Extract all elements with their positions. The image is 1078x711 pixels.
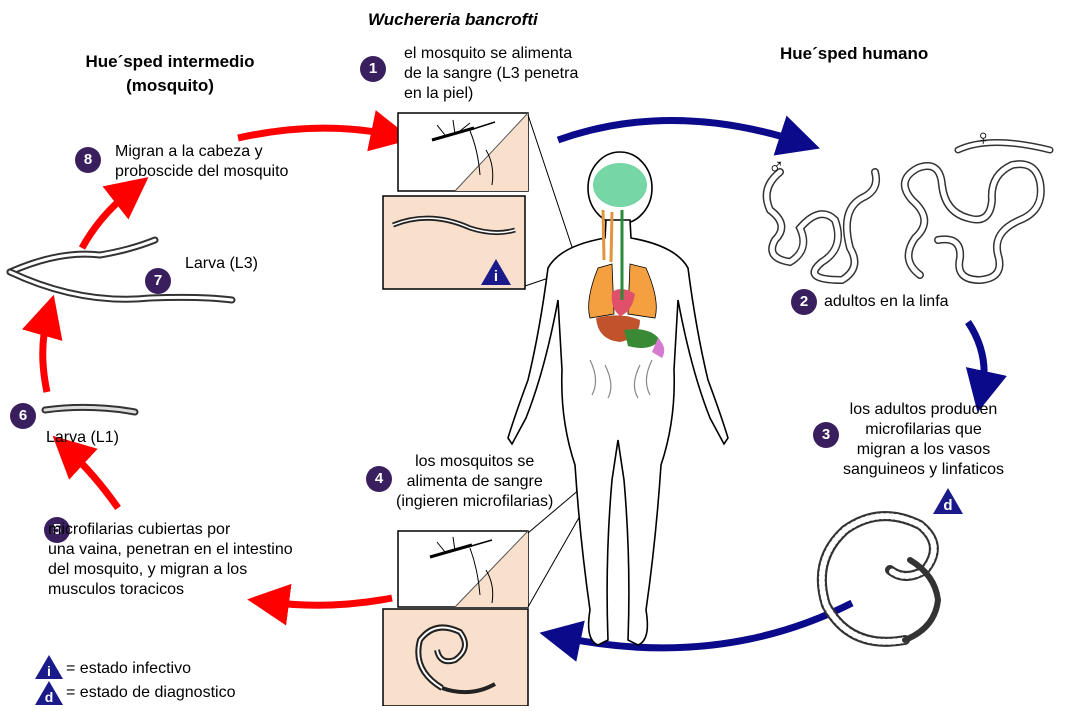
step-text-8: Migran a la cabeza y proboscide del mosq… — [115, 142, 288, 182]
step-badge-6: 6 — [10, 403, 36, 429]
mosquito-feeding-panel-1 — [398, 113, 528, 191]
step-badge-8: 8 — [75, 147, 101, 173]
microfilaria-sheathed — [822, 516, 938, 642]
larva-l1 — [45, 407, 135, 412]
step-badge-1: 1 — [360, 56, 386, 82]
step-text-1: el mosquito se alimenta de la sangre (L3… — [404, 44, 578, 104]
mosquito-feeding-panel-4 — [398, 531, 528, 607]
human-body — [508, 152, 728, 645]
header-intermediate-host: Hue´sped intermedio (mosquito) — [70, 50, 270, 98]
header-human-host: Hue´sped humano — [780, 42, 990, 66]
diagnostic-stage-icon: d — [932, 487, 964, 515]
step-text-7: Larva (L3) — [185, 254, 258, 274]
arrow-1-to-2 — [558, 120, 800, 142]
step-text-3: los adultos producen microfilarias que m… — [843, 400, 1004, 480]
legend-diagnostic-text: = estado de diagnostico — [66, 684, 235, 702]
step-badge-3: 3 — [813, 422, 839, 448]
arrow-8-to-1 — [238, 128, 392, 138]
step-text-4: los mosquitos se alimenta de sangre (ing… — [396, 452, 553, 512]
arrow-7-to-8 — [82, 190, 132, 248]
female-symbol-icon: ♀ — [975, 128, 992, 148]
male-symbol-icon: ♂ — [768, 157, 785, 177]
step-text-6: Larva (L1) — [46, 428, 119, 448]
microfilaria-panel — [383, 609, 528, 706]
legend-infective-text: = estado infectivo — [66, 660, 191, 678]
step-badge-7: 7 — [145, 268, 171, 294]
arrow-6-to-7 — [43, 315, 48, 392]
diagram-title: Wuchereria bancrofti — [368, 10, 538, 30]
step-badge-4: 4 — [366, 466, 392, 492]
step-text-2: adultos en la linfa — [824, 292, 949, 312]
arrow-2-to-3 — [968, 322, 984, 392]
step-text-5: microfilarias cubiertas por una vaina, p… — [48, 520, 293, 600]
arrow-5-to-6 — [68, 450, 118, 508]
infective-stage-icon: i — [480, 258, 512, 286]
legend-infective-icon: i — [34, 654, 64, 680]
legend-diagnostic-icon: d — [34, 680, 64, 706]
step-badge-2: 2 — [791, 289, 817, 315]
